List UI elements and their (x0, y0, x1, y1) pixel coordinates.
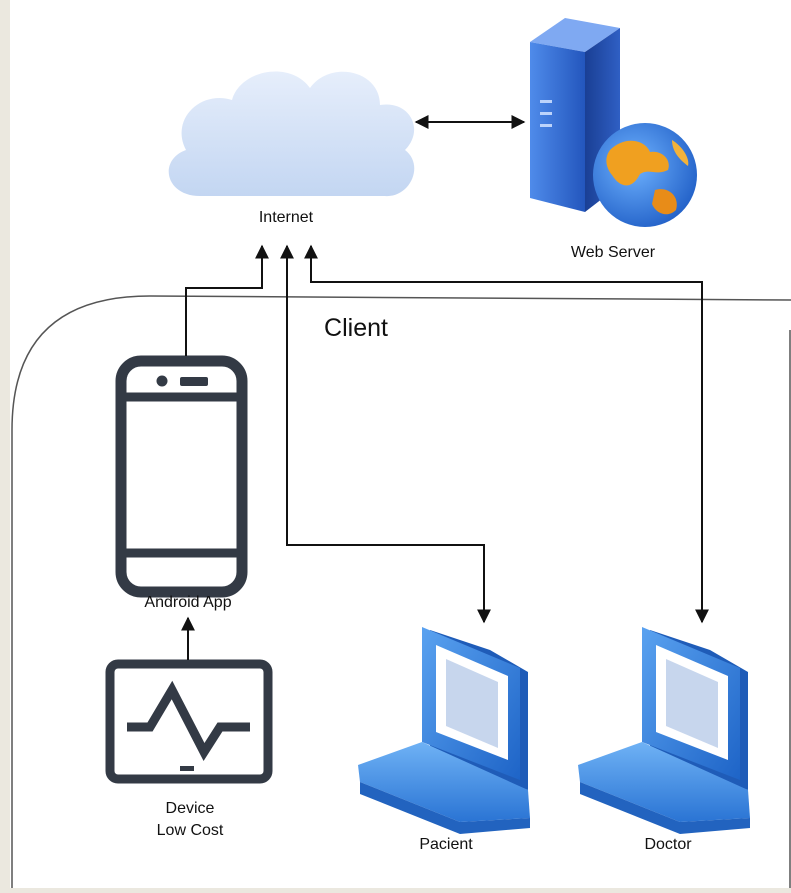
doctor-internet-connector (304, 244, 709, 624)
monitor-signal-icon (105, 659, 273, 784)
cloud-icon (168, 71, 415, 197)
web-server-label: Web Server (570, 244, 656, 261)
device-label-line2: Low Cost (156, 822, 224, 839)
server-globe-icon (530, 18, 697, 227)
laptop-pacient-icon (358, 627, 530, 834)
client-boundary (11, 295, 791, 888)
internet-label: Internet (258, 209, 314, 226)
laptop-doctor-icon (578, 627, 750, 834)
smartphone-icon (115, 355, 248, 598)
app-internet-connector (185, 244, 269, 356)
pacient-label: Pacient (419, 836, 473, 853)
client-label: Client (324, 314, 388, 342)
android-app-label: Android App (144, 594, 232, 611)
device-label-line1: Device (165, 800, 215, 817)
doctor-label: Doctor (644, 836, 692, 853)
